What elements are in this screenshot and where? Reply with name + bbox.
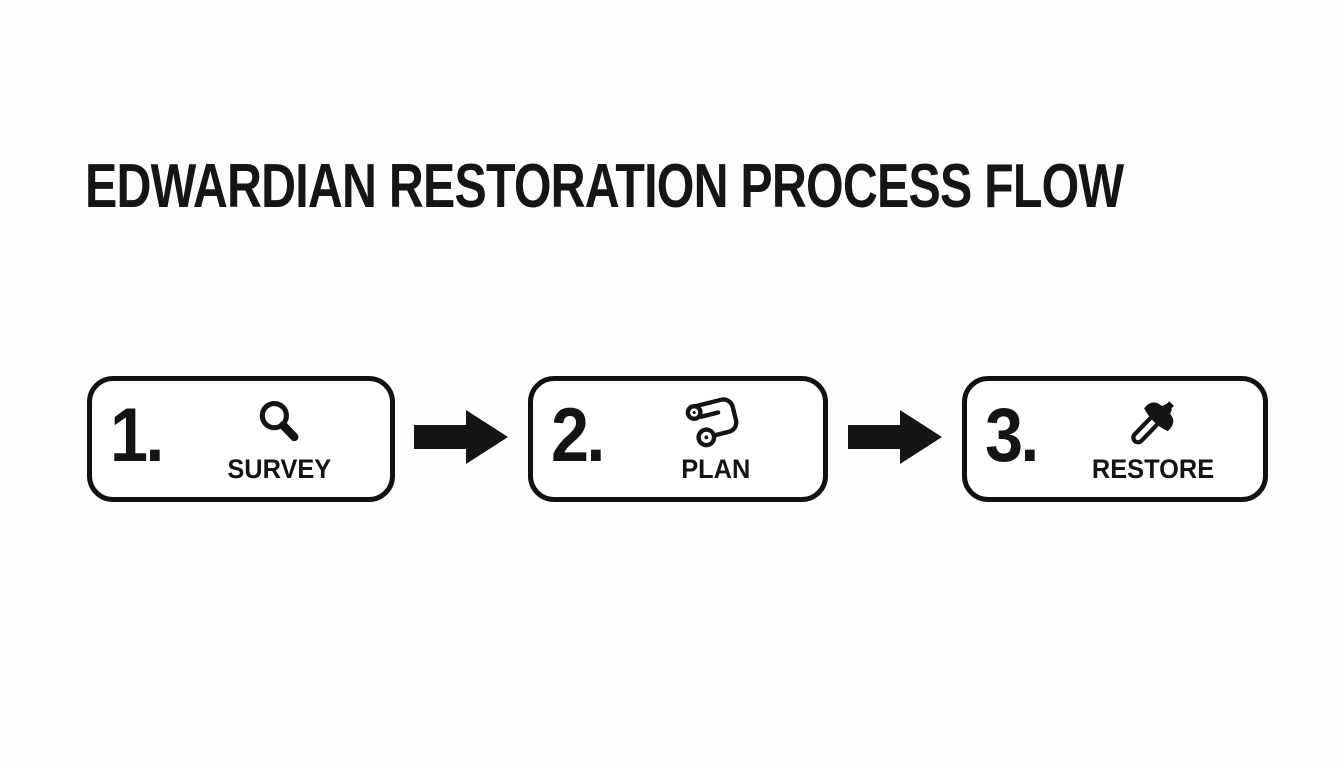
- hammer-icon: [1123, 395, 1183, 453]
- process-step-restore: 3. RESTORE: [962, 376, 1268, 502]
- arrow-right-icon: [847, 409, 943, 470]
- step-label: PLAN: [681, 454, 751, 484]
- magnifier-icon: [253, 395, 305, 453]
- step-number: 2.: [551, 393, 605, 478]
- diagram-title: EDWARDIAN RESTORATION PROCESS FLOW: [85, 152, 1124, 221]
- process-step-plan: 2. PLAN: [528, 376, 828, 502]
- flow-connector: [828, 409, 962, 470]
- step-content: RESTORE: [1057, 395, 1249, 483]
- step-number: 3.: [985, 393, 1039, 478]
- step-number: 1.: [110, 393, 164, 478]
- flow-connector: [395, 409, 528, 470]
- scroll-icon: [679, 395, 753, 453]
- process-flow-row: 1. SURVEY 2.: [87, 375, 1268, 503]
- step-label: RESTORE: [1091, 454, 1215, 484]
- step-content: PLAN: [623, 395, 809, 483]
- arrow-right-icon: [414, 409, 509, 470]
- step-content: SURVEY: [182, 395, 376, 483]
- step-label: SURVEY: [227, 454, 331, 484]
- process-step-survey: 1. SURVEY: [87, 376, 395, 502]
